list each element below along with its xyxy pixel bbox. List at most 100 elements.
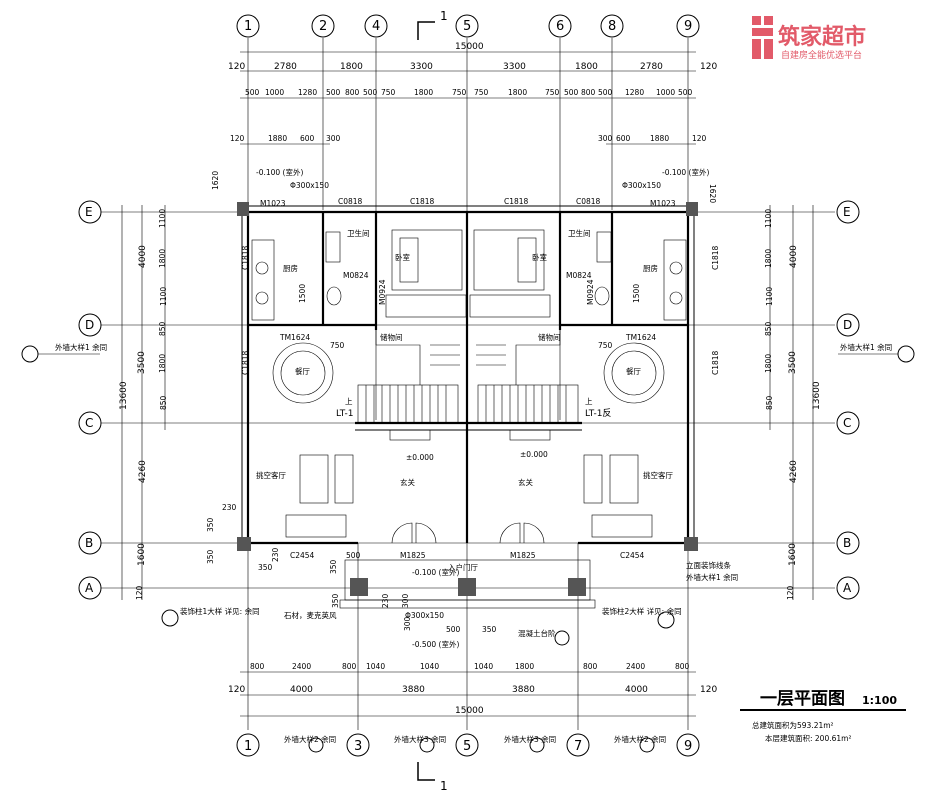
- svg-text:D: D: [843, 318, 852, 332]
- svg-text:3500: 3500: [788, 351, 798, 374]
- svg-text:Φ300x150: Φ300x150: [622, 181, 661, 190]
- living-sofas: [285, 429, 653, 538]
- svg-text:1600: 1600: [137, 543, 147, 566]
- svg-text:13600: 13600: [812, 381, 822, 410]
- svg-text:230: 230: [271, 547, 280, 562]
- svg-text:C2454: C2454: [290, 551, 315, 560]
- room-entrance: 入户门厅: [448, 562, 478, 572]
- svg-text:800: 800: [675, 662, 690, 671]
- structural-columns: [237, 202, 698, 596]
- right-dimension-lines: [769, 205, 814, 600]
- svg-text:E: E: [85, 205, 93, 219]
- svg-text:4260: 4260: [789, 460, 799, 483]
- svg-text:M0824: M0824: [566, 271, 592, 280]
- opening-labels: M1023 M1023 C0818 C0818 C1818 C1818 C181…: [241, 167, 720, 649]
- svg-text:1800: 1800: [764, 249, 773, 268]
- svg-text:500: 500: [446, 625, 461, 634]
- svg-text:4000: 4000: [290, 685, 313, 695]
- dim-bottom-row1: 800 2400 800 1040 1040 1040 1040 1800 80…: [250, 662, 690, 671]
- dining-tables: [272, 342, 665, 404]
- dim-top-row2: 500 1000 1280 500 800 500 750 1800 750 7…: [245, 88, 693, 97]
- drawing-scale: 1:100: [862, 694, 897, 707]
- svg-text:500: 500: [363, 88, 378, 97]
- drawing-title: 一层平面图: [760, 689, 845, 709]
- svg-text:800: 800: [342, 662, 357, 671]
- svg-text:立面装饰线条: 立面装饰线条: [686, 560, 731, 570]
- svg-text:C1818: C1818: [711, 350, 720, 375]
- svg-text:1620: 1620: [708, 184, 717, 203]
- svg-text:装饰柱1大样 详见: 余同: 装饰柱1大样 详见: 余同: [180, 606, 260, 616]
- svg-text:4000: 4000: [138, 245, 148, 268]
- svg-text:-0.100 (室外): -0.100 (室外): [256, 167, 303, 177]
- svg-text:2: 2: [319, 19, 327, 34]
- svg-text:Φ300x150: Φ300x150: [290, 181, 329, 190]
- svg-text:±0.000: ±0.000: [520, 450, 548, 459]
- area-floor: 本层建筑面积: 200.61m²: [765, 733, 851, 743]
- svg-text:9: 9: [684, 739, 692, 754]
- dim-top-row1: 120 2780 1800 3300 3300 1800 2780 120: [228, 62, 717, 72]
- svg-text:300: 300: [598, 134, 613, 143]
- svg-text:1280: 1280: [298, 88, 317, 97]
- bottom-grid-bubbles: 1 3 5 7 9: [236, 733, 700, 757]
- svg-text:120: 120: [230, 134, 245, 143]
- svg-text:1500: 1500: [298, 284, 307, 303]
- svg-text:350: 350: [206, 549, 215, 564]
- svg-text:120: 120: [786, 585, 795, 600]
- svg-text:C1818: C1818: [504, 197, 529, 206]
- svg-text:850: 850: [764, 321, 773, 336]
- svg-text:1100: 1100: [765, 287, 774, 306]
- svg-text:120: 120: [228, 685, 245, 695]
- dim-left: 13600 4000 3500 4260 1600 120 1100 1800 …: [119, 209, 168, 600]
- svg-text:750: 750: [474, 88, 489, 97]
- room-bedroom-left: 卧室: [395, 252, 410, 262]
- svg-text:1800: 1800: [158, 354, 167, 373]
- room-bedroom-right: 卧室: [532, 252, 547, 262]
- svg-text:1800: 1800: [764, 354, 773, 373]
- svg-text:C1818: C1818: [241, 245, 250, 270]
- svg-text:750: 750: [598, 341, 613, 350]
- svg-text:A: A: [843, 581, 852, 595]
- svg-text:C2454: C2454: [620, 551, 645, 560]
- svg-text:外墙大样3 余同: 外墙大样3 余同: [504, 734, 556, 744]
- dim-right: 13600 4000 3500 4260 1600 120 1100 1800 …: [764, 209, 822, 600]
- svg-text:1800: 1800: [414, 88, 433, 97]
- svg-text:上: 上: [585, 397, 593, 406]
- svg-text:750: 750: [381, 88, 396, 97]
- svg-text:LT-1: LT-1: [336, 409, 353, 419]
- svg-text:混凝土台阶: 混凝土台阶: [518, 628, 556, 638]
- svg-text:3880: 3880: [512, 685, 535, 695]
- room-storage-left: 储物间: [380, 332, 403, 342]
- svg-text:800: 800: [250, 662, 265, 671]
- svg-text:装饰柱2大样 详见: 余同: 装饰柱2大样 详见: 余同: [602, 606, 682, 616]
- svg-text:8: 8: [608, 19, 616, 34]
- svg-text:350: 350: [331, 593, 340, 608]
- svg-text:4000: 4000: [789, 245, 799, 268]
- svg-text:9: 9: [684, 19, 692, 34]
- logo-name: 筑家超市: [778, 24, 866, 50]
- svg-text:850: 850: [158, 321, 167, 336]
- svg-text:5: 5: [463, 739, 471, 754]
- svg-text:4000: 4000: [625, 685, 648, 695]
- svg-text:1000: 1000: [265, 88, 284, 97]
- svg-text:±0.000: ±0.000: [406, 453, 434, 462]
- svg-text:230: 230: [222, 503, 237, 512]
- svg-text:5: 5: [463, 19, 471, 34]
- svg-text:M1023: M1023: [260, 199, 286, 208]
- left-dimension-lines: [121, 205, 166, 600]
- svg-text:M1825: M1825: [400, 551, 426, 560]
- svg-text:600: 600: [300, 134, 315, 143]
- svg-text:3: 3: [354, 739, 362, 754]
- top-grid-bubbles: 1 2 4 5 6 8 9: [236, 14, 700, 38]
- svg-text:120: 120: [228, 62, 245, 72]
- room-storage-right: 储物间: [538, 332, 561, 342]
- svg-text:M1825: M1825: [510, 551, 536, 560]
- room-kitchen-right: 厨房: [643, 263, 658, 273]
- svg-text:B: B: [85, 536, 93, 550]
- svg-text:1040: 1040: [474, 662, 493, 671]
- svg-text:350: 350: [329, 559, 338, 574]
- dim-porch-misc: 230 350 350 350 230 500 350 350 230 300 …: [206, 503, 497, 634]
- svg-text:3300: 3300: [410, 62, 433, 72]
- svg-text:1800: 1800: [508, 88, 527, 97]
- svg-text:4260: 4260: [138, 460, 148, 483]
- svg-text:800: 800: [581, 88, 596, 97]
